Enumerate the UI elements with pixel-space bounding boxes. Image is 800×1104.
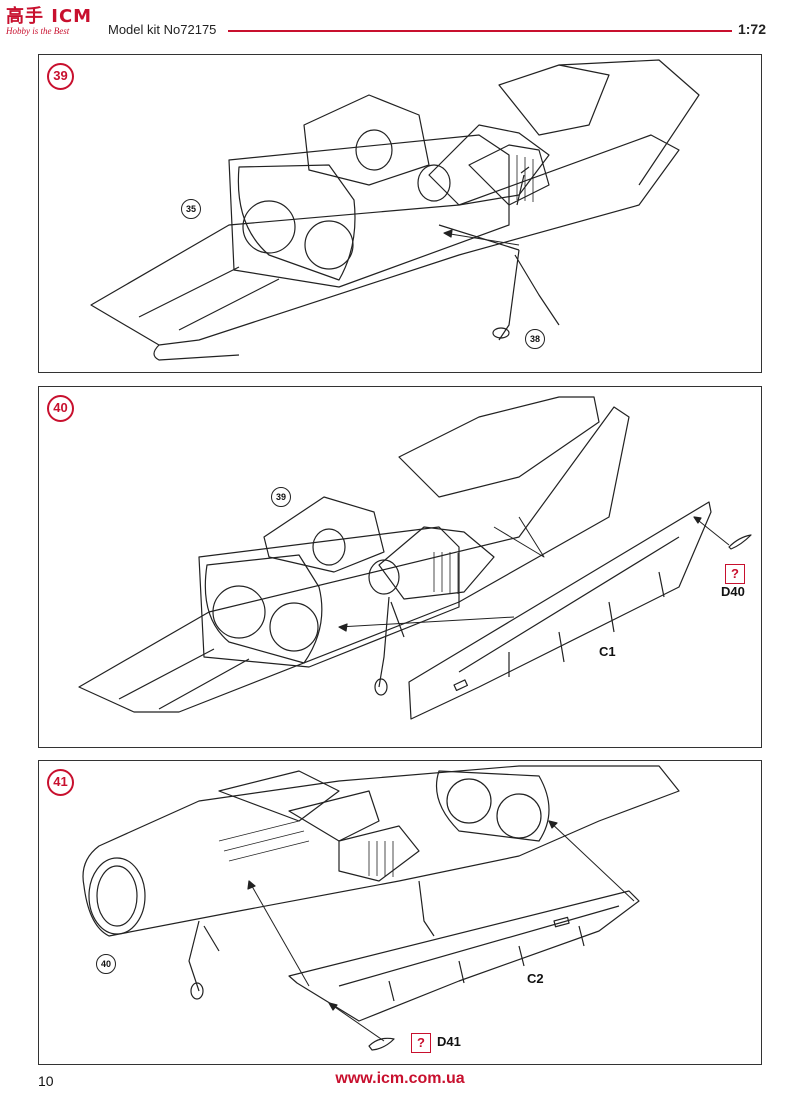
part-label-d40: D40 (721, 584, 745, 599)
step-number-badge: 39 (47, 63, 74, 90)
header-rule (228, 30, 732, 32)
website-link[interactable]: www.icm.com.ua (335, 1070, 465, 1087)
missing-part-mark: ? (411, 1033, 431, 1053)
step-41-panel: 41 40 C2 ? D41 (38, 760, 762, 1065)
page-header: 高手 ICM Hobby is the Best Model kit No721… (0, 0, 800, 48)
step-41-illustration (82, 765, 680, 1051)
missing-part-mark: ? (725, 564, 745, 584)
brand-tagline: Hobby is the Best (6, 26, 70, 36)
part-label-d41: D41 (437, 1034, 461, 1049)
step-number-badge: 40 (47, 395, 74, 422)
ref-step-40: 40 (96, 954, 116, 974)
step-40-illustration (78, 396, 752, 720)
step-39-panel: 39 35 38 (38, 54, 762, 373)
ref-step-39: 39 (271, 487, 291, 507)
part-label-c1: C1 (599, 644, 616, 659)
ref-step-38: 38 (525, 329, 545, 349)
step-39-illustration (90, 59, 700, 361)
step-40-panel: 40 39 ? D40 C1 (38, 386, 762, 748)
ref-step-35: 35 (181, 199, 201, 219)
step-number-badge: 41 (47, 769, 74, 796)
brand-logo: 高手 ICM (6, 6, 93, 27)
kit-title: Model kit No72175 (108, 22, 217, 37)
part-label-c2: C2 (527, 971, 544, 986)
scale-label: 1:72 (737, 21, 766, 37)
page-number: 10 (38, 1073, 54, 1089)
